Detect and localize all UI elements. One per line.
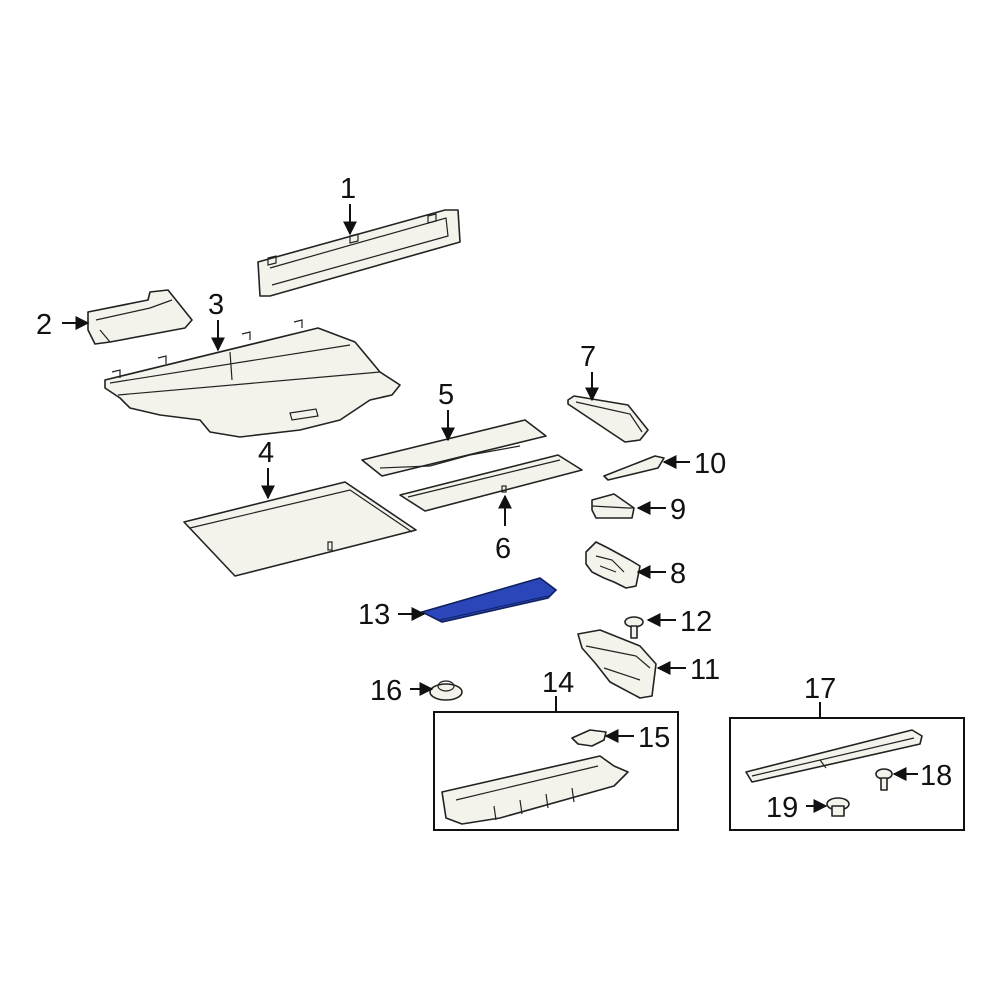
part-9-cover[interactable] bbox=[591, 493, 635, 519]
part-16-cap[interactable] bbox=[429, 680, 463, 701]
part-18-screw[interactable] bbox=[875, 768, 893, 791]
callout-8: 8 bbox=[670, 558, 686, 590]
callout-9: 9 bbox=[670, 494, 686, 526]
part-5-deck-board[interactable] bbox=[361, 419, 547, 477]
callout-19: 19 bbox=[766, 792, 798, 824]
callout-6: 6 bbox=[495, 533, 511, 565]
part-13-highlighted-panel[interactable] bbox=[419, 577, 558, 623]
callout-2: 2 bbox=[36, 309, 52, 341]
callout-15: 15 bbox=[638, 722, 670, 754]
callout-10: 10 bbox=[694, 448, 726, 480]
part-10-wedge-trim[interactable] bbox=[603, 455, 665, 481]
callout-14: 14 bbox=[542, 667, 574, 699]
part-19-clip[interactable] bbox=[826, 797, 850, 817]
callout-17: 17 bbox=[804, 673, 836, 705]
callout-4: 4 bbox=[258, 437, 274, 469]
part-17-scuff-plate[interactable] bbox=[745, 729, 923, 783]
callout-16: 16 bbox=[370, 675, 402, 707]
part-1-trim-panel[interactable] bbox=[257, 209, 461, 297]
part-3-tonneau-cover[interactable] bbox=[104, 319, 401, 438]
part-6-floor-panel[interactable] bbox=[399, 454, 583, 512]
callout-12: 12 bbox=[680, 606, 712, 638]
callout-7: 7 bbox=[580, 341, 596, 373]
part-14-sill-plate[interactable] bbox=[441, 755, 629, 825]
part-11-storage-tray[interactable] bbox=[577, 629, 657, 699]
callout-18: 18 bbox=[920, 760, 952, 792]
callout-11: 11 bbox=[690, 654, 720, 686]
part-8-bracket[interactable] bbox=[585, 541, 641, 589]
callout-1: 1 bbox=[340, 173, 356, 205]
callout-13: 13 bbox=[358, 599, 390, 631]
part-12-clip[interactable] bbox=[624, 616, 644, 639]
part-2-bracket[interactable] bbox=[87, 289, 193, 345]
part-15-clip[interactable] bbox=[571, 729, 607, 747]
part-7-side-trim[interactable] bbox=[567, 395, 649, 443]
callout-3: 3 bbox=[208, 289, 224, 321]
callout-5: 5 bbox=[438, 379, 454, 411]
part-4-floor-board[interactable] bbox=[183, 481, 417, 577]
group-box-17 bbox=[729, 717, 965, 831]
